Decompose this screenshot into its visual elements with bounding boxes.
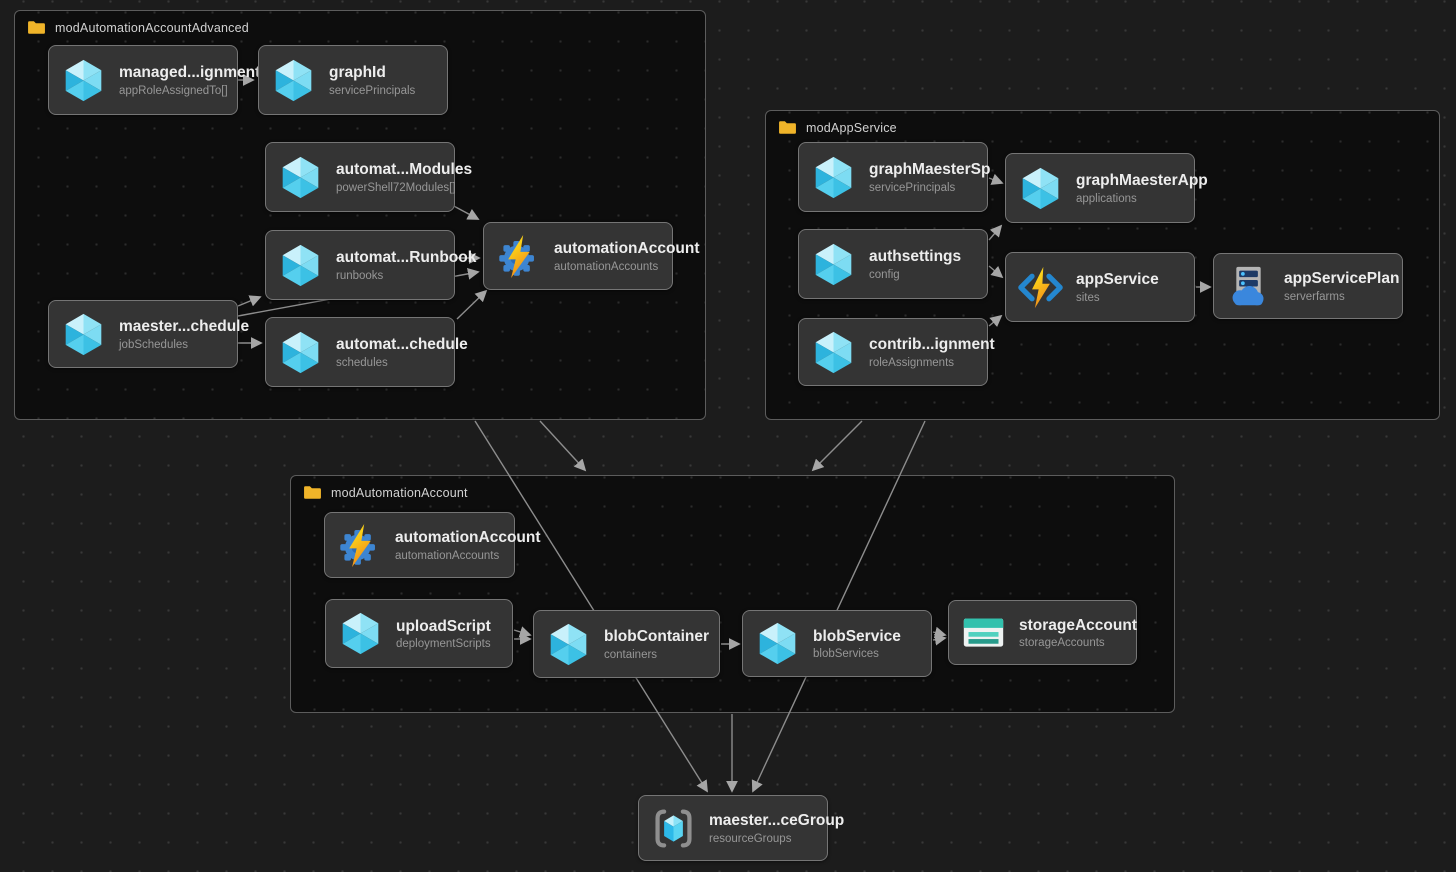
node-automation-schedule[interactable]: automat...chedule schedules bbox=[265, 317, 468, 387]
node-subtitle: schedules bbox=[336, 356, 388, 369]
automation-gear-icon bbox=[496, 234, 541, 279]
node-title: managed...ignment bbox=[119, 64, 261, 82]
node-subtitle: config bbox=[869, 268, 900, 281]
group-title: modAppService bbox=[806, 120, 897, 135]
node-blob-service[interactable]: blobService blobServices bbox=[742, 610, 932, 677]
resource-cube-icon bbox=[278, 243, 323, 288]
node-subtitle: runbooks bbox=[336, 269, 384, 282]
node-subtitle: deploymentScripts bbox=[396, 638, 491, 651]
node-maester-resource-group[interactable]: maester...ceGroup resourceGroups bbox=[638, 795, 845, 861]
group-header: modAutomationAccountAdvanced bbox=[15, 11, 705, 44]
node-title: blobService bbox=[813, 627, 901, 645]
storage-account-icon bbox=[961, 610, 1006, 655]
node-subtitle: resourceGroups bbox=[709, 832, 792, 845]
automation-gear-icon bbox=[337, 523, 382, 568]
node-title: automat...chedule bbox=[336, 336, 468, 354]
node-automation-runbook[interactable]: automat...Runbook runbooks bbox=[265, 230, 477, 300]
node-blob-container[interactable]: blobContainer containers bbox=[533, 610, 720, 678]
node-upload-script[interactable]: uploadScript deploymentScripts bbox=[325, 599, 513, 668]
node-subtitle: serverfarms bbox=[1284, 290, 1345, 303]
node-subtitle: servicePrincipals bbox=[869, 181, 956, 194]
node-title: automationAccount bbox=[395, 529, 541, 547]
node-title: contrib...ignment bbox=[869, 336, 995, 354]
node-graph-maester-sp[interactable]: graphMaesterSp servicePrincipals bbox=[798, 142, 991, 212]
resource-cube-icon bbox=[278, 155, 323, 200]
node-app-service-plan[interactable]: appServicePlan serverfarms bbox=[1213, 253, 1403, 319]
node-managed-role-assignment[interactable]: managed...ignment appRoleAssignedTo[] bbox=[48, 45, 261, 115]
folder-icon bbox=[27, 20, 46, 35]
resource-group-icon bbox=[651, 806, 696, 851]
node-subtitle: jobSchedules bbox=[119, 338, 189, 351]
node-title: graphMaesterApp bbox=[1076, 172, 1208, 190]
node-automation-account[interactable]: automationAccount automationAccounts bbox=[324, 512, 541, 578]
node-subtitle: storageAccounts bbox=[1019, 637, 1105, 650]
node-title: appService bbox=[1076, 271, 1159, 289]
resource-cube-icon bbox=[811, 155, 856, 200]
node-subtitle: containers bbox=[604, 648, 658, 661]
node-subtitle: powerShell72Modules[] bbox=[336, 181, 456, 194]
resource-cube-icon bbox=[271, 58, 316, 103]
resource-cube-icon bbox=[1018, 166, 1063, 211]
group-mod-automation-account[interactable]: modAutomationAccount bbox=[290, 475, 1175, 713]
node-title: uploadScript bbox=[396, 617, 491, 635]
group-title: modAutomationAccount bbox=[331, 485, 468, 500]
node-title: maester...chedule bbox=[119, 318, 250, 336]
server-farm-icon bbox=[1226, 264, 1271, 309]
node-subtitle: appRoleAssignedTo[] bbox=[119, 84, 228, 97]
node-automation-account-advanced[interactable]: automationAccount automationAccounts bbox=[483, 222, 700, 290]
node-subtitle: roleAssignments bbox=[869, 356, 955, 369]
node-subtitle: servicePrincipals bbox=[329, 84, 416, 97]
node-title: authsettings bbox=[869, 248, 962, 266]
app-service-icon bbox=[1018, 265, 1063, 310]
folder-icon bbox=[303, 485, 322, 500]
node-graph-maester-app[interactable]: graphMaesterApp applications bbox=[1005, 153, 1208, 223]
resource-cube-icon bbox=[811, 330, 856, 375]
group-title: modAutomationAccountAdvanced bbox=[55, 20, 249, 35]
resource-cube-icon bbox=[811, 242, 856, 287]
node-title: automat...Runbook bbox=[336, 249, 477, 267]
node-contributor-role-assignment[interactable]: contrib...ignment roleAssignments bbox=[798, 318, 995, 386]
node-title: maester...ceGroup bbox=[709, 812, 845, 830]
node-title: automat...Modules bbox=[336, 161, 473, 179]
resource-cube-icon bbox=[338, 611, 383, 656]
node-app-service[interactable]: appService sites bbox=[1005, 252, 1195, 322]
resource-cube-icon bbox=[278, 330, 323, 375]
resource-cube-icon bbox=[61, 312, 106, 357]
group-header: modAutomationAccount bbox=[291, 476, 1174, 509]
node-graph-id[interactable]: graphId servicePrincipals bbox=[258, 45, 448, 115]
node-title: graphId bbox=[329, 64, 386, 82]
node-subtitle: blobServices bbox=[813, 648, 879, 661]
group-header: modAppService bbox=[766, 111, 1439, 144]
node-title: storageAccount bbox=[1019, 616, 1137, 634]
node-subtitle: automationAccounts bbox=[395, 549, 500, 562]
node-authsettings[interactable]: authsettings config bbox=[798, 229, 988, 299]
node-maester-job-schedule[interactable]: maester...chedule jobSchedules bbox=[48, 300, 250, 368]
node-title: blobContainer bbox=[604, 628, 710, 646]
node-title: graphMaesterSp bbox=[869, 161, 991, 179]
node-title: appServicePlan bbox=[1284, 270, 1400, 288]
node-title: automationAccount bbox=[554, 240, 700, 258]
node-subtitle: automationAccounts bbox=[554, 260, 659, 273]
node-automation-modules[interactable]: automat...Modules powerShell72Modules[] bbox=[265, 142, 473, 212]
folder-icon bbox=[778, 120, 797, 135]
node-storage-account[interactable]: storageAccount storageAccounts bbox=[948, 600, 1137, 665]
node-subtitle: sites bbox=[1076, 291, 1100, 304]
resource-cube-icon bbox=[546, 622, 591, 667]
node-subtitle: applications bbox=[1076, 192, 1137, 205]
resource-cube-icon bbox=[61, 58, 106, 103]
resource-cube-icon bbox=[755, 621, 800, 666]
